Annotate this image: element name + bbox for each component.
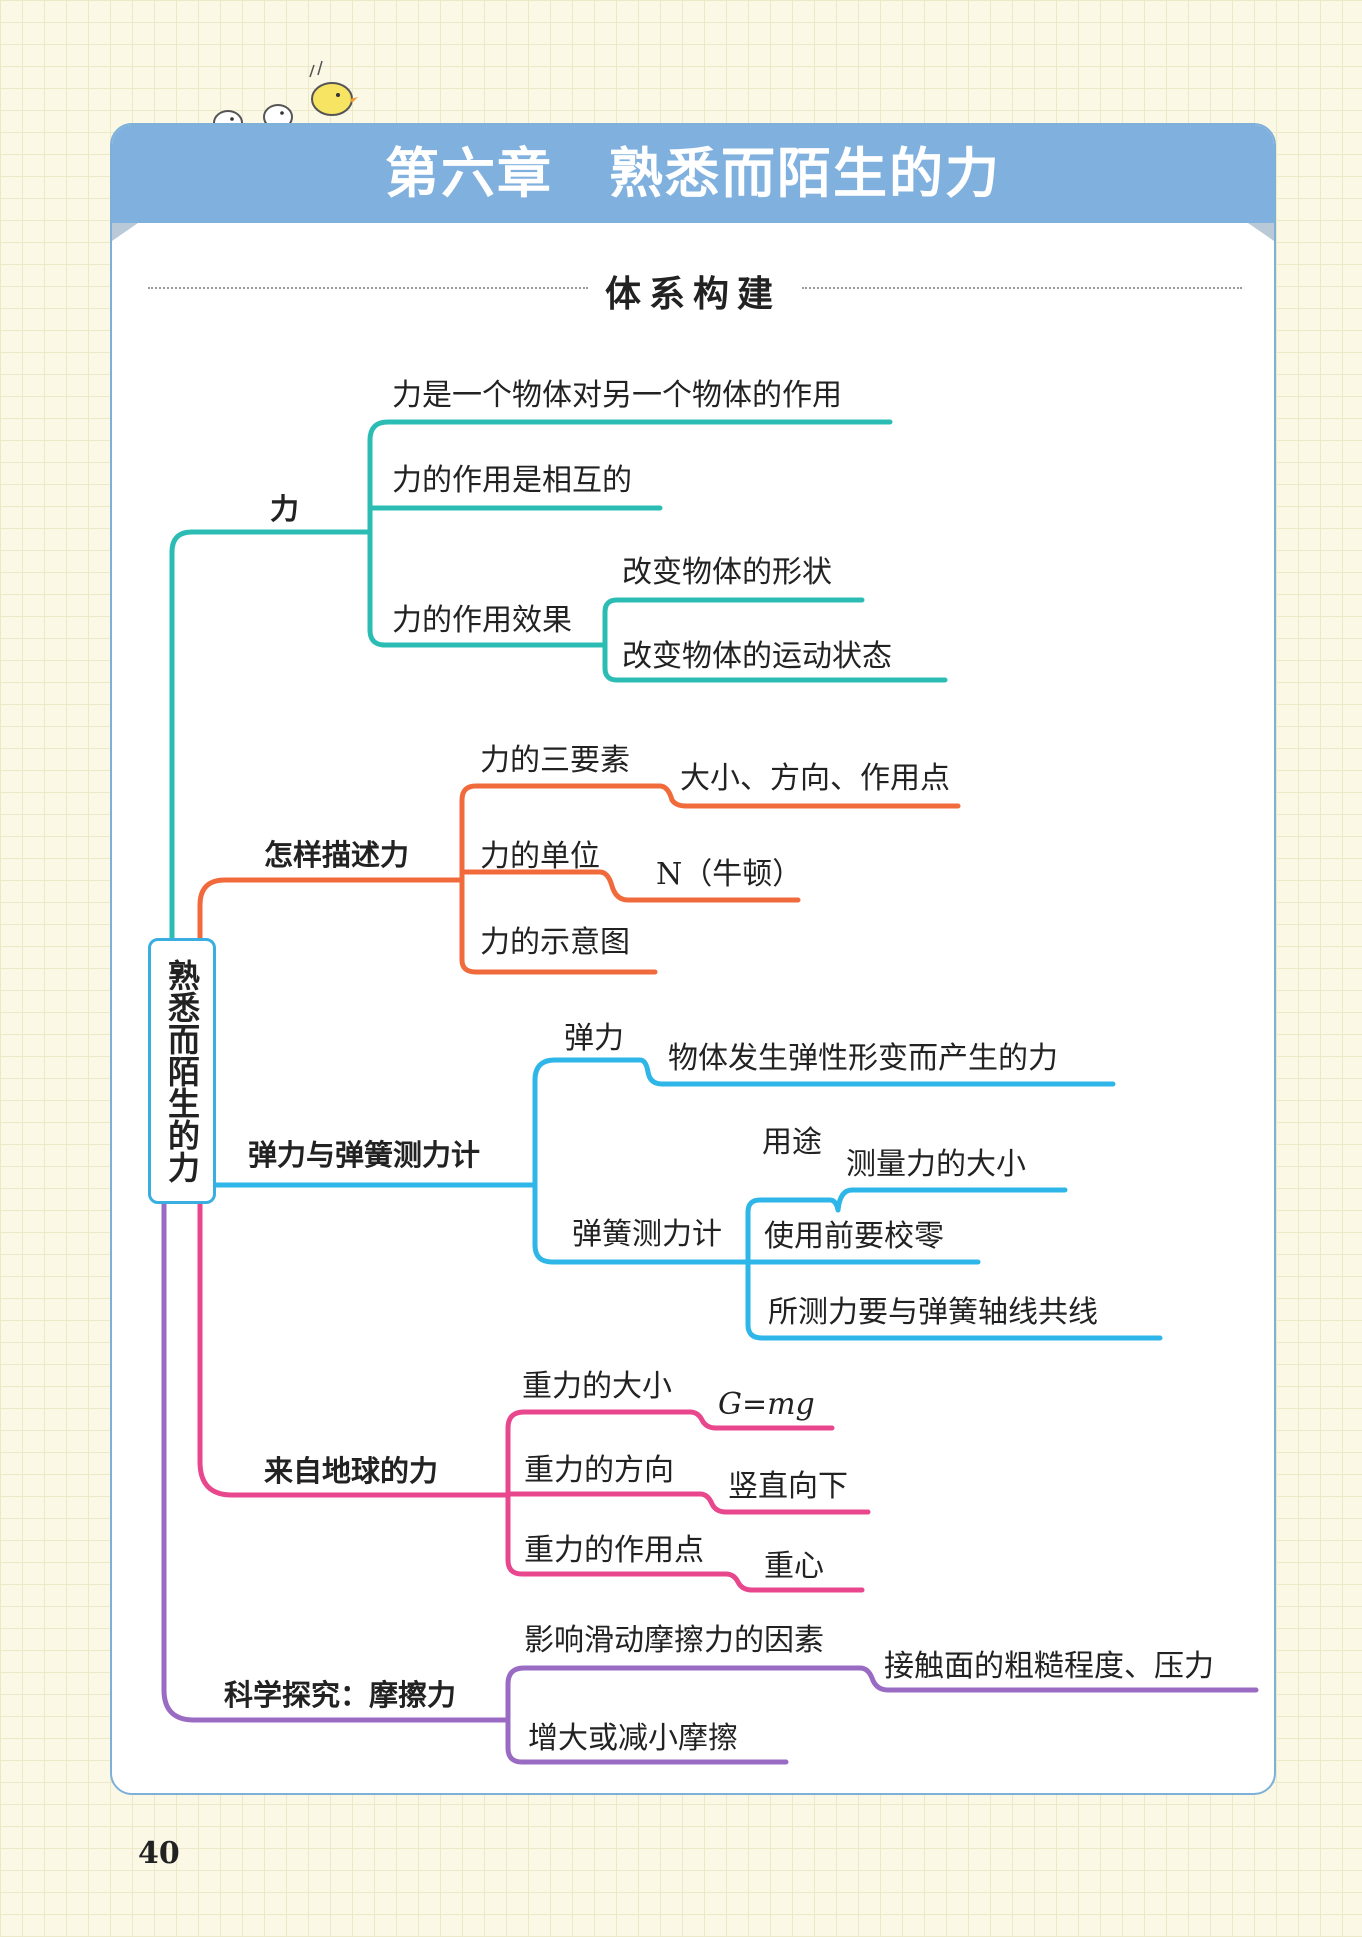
gravity-value-formula: G=mg <box>718 1387 815 1422</box>
friction-item-increase-decrease: 增大或减小摩擦 <box>528 1721 738 1756</box>
force-item-mutual: 力的作用是相互的 <box>392 463 632 498</box>
gravity-item-point: 重力的作用点 <box>524 1533 704 1568</box>
branch-force-lines <box>169 419 948 941</box>
friction-factor-value: 接触面的粗糙程度、压力 <box>884 1649 1214 1684</box>
root-label: 熟悉而陌生的力 <box>163 959 201 1183</box>
describe-value-elements: 大小、方向、作用点 <box>680 761 950 796</box>
chapter-title: 第六章 熟悉而陌生的力 <box>385 142 1001 205</box>
force-effect-shape: 改变物体的形状 <box>622 555 832 590</box>
chapter-banner <box>112 125 1274 223</box>
describe-item-unit: 力的单位 <box>480 839 600 874</box>
banner-fold-left <box>112 223 138 241</box>
branch-gravity-label: 来自地球的力 <box>264 1454 439 1488</box>
branch-describe-lines <box>197 783 961 975</box>
meter-item-zero: 使用前要校零 <box>764 1219 944 1254</box>
meter-item-collinear: 所测力要与弹簧轴线共线 <box>768 1295 1098 1330</box>
gravity-item-magnitude: 重力的大小 <box>522 1369 672 1404</box>
branch-describe-label: 怎样描述力 <box>264 838 410 872</box>
friction-item-factors: 影响滑动摩擦力的因素 <box>524 1623 824 1658</box>
meter-item-use: 用途 <box>762 1125 822 1160</box>
branch-gravity-lines <box>197 1201 871 1593</box>
banner-fold-right <box>1248 223 1274 241</box>
divider-right <box>802 287 1242 289</box>
divider-left <box>148 287 588 289</box>
force-item-definition: 力是一个物体对另一个物体的作用 <box>392 378 842 413</box>
meter-use-value: 测量力的大小 <box>846 1147 1026 1182</box>
gravity-value-point: 重心 <box>764 1549 824 1584</box>
content-card: 第六章 熟悉而陌生的力 体系构建 <box>110 123 1276 1795</box>
describe-value-unit: N（牛顿） <box>656 857 803 892</box>
branch-force-label: 力 <box>270 492 300 526</box>
section-title: 体系构建 <box>604 274 781 315</box>
describe-item-three-elements: 力的三要素 <box>480 743 630 778</box>
page-number: 40 <box>138 1836 180 1871</box>
force-effect-motion: 改变物体的运动状态 <box>622 639 892 674</box>
mindmap-root: 熟悉而陌生的力 <box>148 938 216 1204</box>
gravity-item-direction: 重力的方向 <box>524 1453 674 1488</box>
describe-item-diagram: 力的示意图 <box>480 925 630 960</box>
force-item-effects: 力的作用效果 <box>392 603 572 638</box>
gravity-value-direction: 竖直向下 <box>728 1469 848 1504</box>
elastic-item-elastic-force: 弹力 <box>564 1021 624 1056</box>
branch-elastic-lines <box>213 1057 1163 1341</box>
branch-elastic-label: 弹力与弹簧测力计 <box>248 1138 481 1172</box>
branch-friction-label: 科学探究：摩擦力 <box>224 1678 457 1712</box>
branch-friction-lines <box>161 1201 1259 1765</box>
elastic-item-spring-meter: 弹簧测力计 <box>572 1217 722 1252</box>
elastic-definition: 物体发生弹性形变而产生的力 <box>668 1041 1058 1076</box>
